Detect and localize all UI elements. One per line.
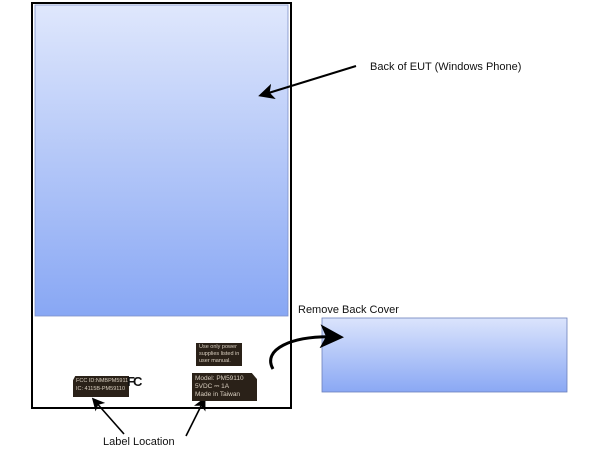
warning-line-3: user manual. [199,358,231,364]
warning-line-2: supplies listed in [199,351,240,357]
model-label: Model: PM59110 5VDC ⎓ 1A Made in Taiwan [192,373,257,401]
arrow-label-right [185,397,206,437]
back-of-eut-caption: Back of EUT (Windows Phone) [370,61,522,73]
ic-id-text: IC: 4115B-PM59110 [76,385,126,392]
model-line-3: Made in Taiwan [195,391,241,398]
phone-back-panel [34,4,289,317]
arrow-back-of-eut [258,65,357,100]
arrow-remove-cover [269,324,344,370]
back-cover-panel [321,317,568,393]
fcc-logo: FC [127,374,142,389]
model-line-2: 5VDC ⎓ 1A [195,383,230,390]
fcc-id-label: FCC ID:NMBPM59110 IC: 4115B-PM59110 [73,376,129,397]
label-location-caption: Label Location [103,436,175,448]
power-warning-label: Use only power supplies listed in user m… [196,343,242,366]
fcc-id-text: FCC ID:NMBPM59110 [76,378,132,384]
warning-line-1: Use only power [199,344,237,350]
remove-back-cover-caption: Remove Back Cover [298,304,399,316]
arrow-label-left [91,397,125,435]
model-line-1: Model: PM59110 [195,375,244,382]
